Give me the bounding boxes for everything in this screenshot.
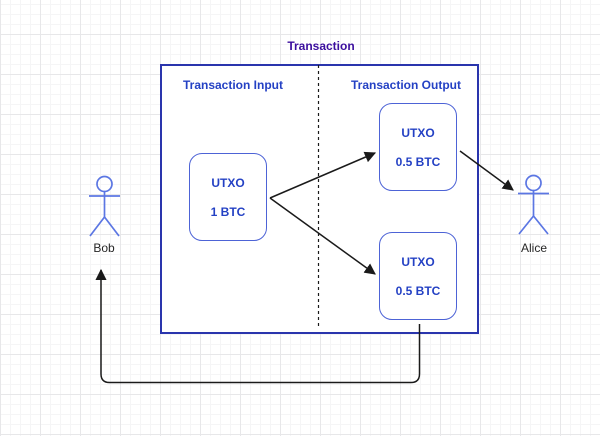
edge-output-top-to-alice[interactable] — [459, 150, 514, 191]
bob-leg-right — [103, 216, 120, 237]
output-utxo-top-title: UTXO — [401, 125, 435, 140]
bob-head — [96, 175, 113, 193]
alice-leg-right — [532, 215, 549, 235]
transaction-title: Transaction — [287, 39, 355, 53]
edge-input-to-output-top[interactable] — [269, 151, 377, 199]
input-utxo-node[interactable]: UTXO 1 BTC — [189, 153, 267, 241]
edge-input-to-output-bottom[interactable] — [269, 197, 376, 275]
input-utxo-title: UTXO — [211, 175, 245, 190]
alice-leg-left — [518, 215, 535, 235]
output-utxo-bottom-node[interactable]: UTXO 0.5 BTC — [379, 232, 457, 320]
bob-label: Bob — [93, 241, 115, 255]
bob-leg-left — [89, 216, 106, 237]
output-utxo-top-node[interactable]: UTXO 0.5 BTC — [379, 103, 457, 191]
output-utxo-top-amount: 0.5 BTC — [395, 154, 441, 169]
transaction-input-label: Transaction Input — [182, 78, 284, 92]
edge-output-bottom-to-bob[interactable] — [95, 268, 421, 384]
output-utxo-bottom-title: UTXO — [401, 254, 435, 269]
transaction-output-label: Transaction Output — [350, 78, 462, 92]
alice-label: Alice — [520, 241, 548, 255]
bob-figure[interactable] — [89, 175, 120, 237]
alice-figure[interactable] — [518, 174, 549, 235]
alice-head — [525, 174, 542, 192]
output-utxo-bottom-amount: 0.5 BTC — [395, 283, 441, 298]
input-utxo-amount: 1 BTC — [210, 204, 246, 219]
